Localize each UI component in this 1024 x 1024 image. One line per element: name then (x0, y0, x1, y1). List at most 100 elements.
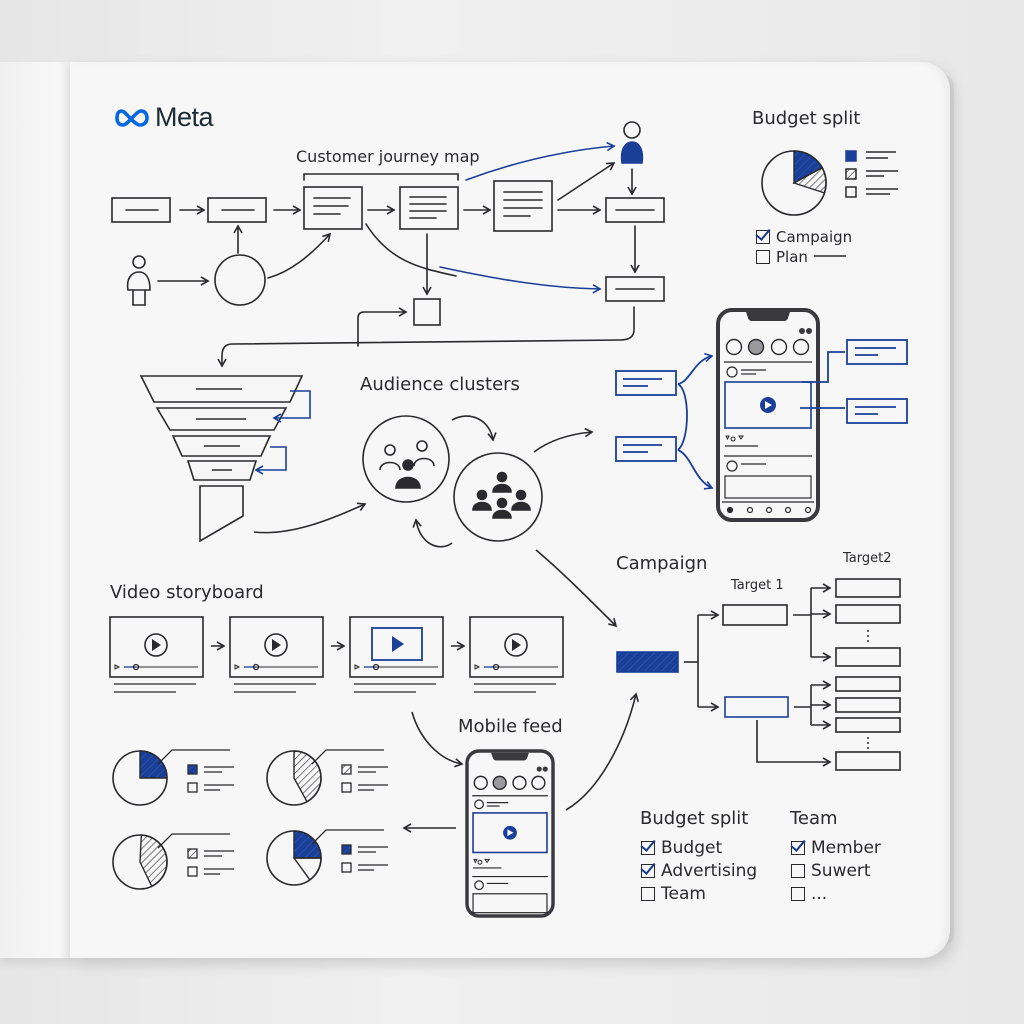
marketing-funnel (139, 375, 367, 543)
story-avatar (473, 775, 488, 790)
story-avatar (492, 775, 507, 790)
pie-slice-hatched (293, 750, 322, 803)
budget-pie-top (761, 150, 827, 216)
pie-callout-line (311, 749, 384, 765)
checklist-item-more[interactable]: ... (791, 882, 881, 905)
status-dot (806, 328, 812, 334)
checklist-item-advertising[interactable]: Advertising (641, 859, 757, 882)
mini-play-icon (114, 664, 121, 670)
mobile-feed-title: Mobile feed (458, 716, 563, 737)
story-avatar (725, 338, 743, 356)
play-button-circle (144, 633, 168, 657)
budget-pies-grid (112, 749, 388, 890)
checklist-item-suwert[interactable]: Suwert (791, 859, 881, 882)
meta-infinity-icon (115, 108, 149, 127)
checklist-item-plan[interactable]: Plan (756, 247, 852, 267)
meta-logo: Meta (113, 102, 214, 133)
checkbox-unchecked[interactable] (791, 886, 805, 901)
checklist-item-budget[interactable]: Budget (641, 836, 757, 859)
status-dot (536, 766, 542, 772)
checkbox-checked[interactable] (641, 863, 655, 878)
video-frame (349, 616, 444, 678)
menu-icon (804, 506, 812, 514)
action-icons (725, 435, 744, 442)
journey-step-1 (111, 197, 171, 223)
target-person-icon (620, 121, 644, 164)
storyboard-frame (229, 616, 324, 693)
target1-node-b (724, 696, 789, 718)
target1-label: Target 1 (731, 578, 784, 593)
story-avatar (512, 775, 527, 790)
checklist-item-team[interactable]: Team (641, 882, 757, 905)
checkbox-unchecked[interactable] (641, 886, 655, 901)
checkbox-unchecked[interactable] (791, 863, 805, 878)
phone-notch (746, 312, 790, 321)
brand-name: Meta (155, 102, 214, 132)
pie-slice-blue (139, 750, 168, 779)
campaign-title: Campaign (616, 553, 708, 574)
campaign-tree (402, 578, 901, 833)
legend-swatch (187, 764, 198, 775)
storyboard-frame (469, 616, 564, 693)
annotation-box (615, 436, 677, 462)
target2-node (835, 717, 901, 733)
progress-knob (252, 663, 260, 671)
target2-node (835, 578, 901, 598)
pie-callout-line (157, 749, 230, 765)
pie-callout-line (311, 829, 384, 845)
journey-bracket (303, 173, 459, 181)
legend-swatch (187, 866, 198, 877)
checkbox-unchecked[interactable] (756, 250, 770, 264)
target2-node (835, 751, 901, 771)
budget-pie (266, 829, 388, 886)
journey-node-square (413, 298, 441, 326)
legend-swatch (187, 848, 198, 859)
legend-swatch-empty (845, 186, 857, 198)
video-frame (109, 616, 204, 678)
phone-body (716, 308, 820, 522)
pie-slice-empty (292, 857, 322, 881)
post-image (724, 475, 812, 499)
target2-label: Target2 (843, 551, 892, 566)
checkbox-checked[interactable] (641, 840, 655, 855)
video-storyboard (109, 616, 564, 693)
play-button-circle (264, 633, 288, 657)
journey-step-3 (303, 186, 363, 230)
post-avatar (474, 880, 484, 891)
post-avatar (726, 460, 738, 472)
legend-swatch (187, 782, 198, 793)
progress-knob (132, 663, 140, 671)
post-avatar (726, 366, 738, 378)
video-frame (229, 616, 324, 678)
progress-knob (492, 663, 500, 671)
legend-swatch-blue (845, 150, 857, 162)
checkbox-checked[interactable] (791, 840, 805, 855)
mini-play-icon (474, 664, 481, 670)
play-icon (507, 829, 514, 837)
checklist-item-campaign[interactable]: Campaign (756, 227, 852, 247)
annotation-box (846, 398, 908, 424)
budget-top-checklist: Campaign Plan (756, 227, 852, 267)
phone-mockup-mobile-feed (465, 749, 555, 918)
pie-callout-line (157, 833, 230, 849)
play-icon (152, 639, 161, 651)
budget-pie (112, 749, 234, 806)
play-icon (512, 639, 521, 651)
notebook-left-page (0, 62, 73, 958)
annotation-box (846, 339, 908, 365)
checklist-item-member[interactable]: Member (791, 836, 881, 859)
audience-clusters-title: Audience clusters (360, 374, 520, 395)
pie-slice-hatched (139, 834, 168, 888)
video-storyboard-title: Video storyboard (110, 582, 264, 603)
touchpoint-circle (214, 254, 266, 306)
checkbox-checked[interactable] (756, 230, 770, 244)
heart-icon (784, 506, 792, 514)
customer-person-icon (126, 255, 151, 306)
target2-node (835, 676, 901, 692)
legend-swatch (341, 782, 352, 793)
action-icons (473, 858, 490, 865)
annotation-box (615, 370, 677, 396)
team-checklist: Member Suwert ... (791, 836, 881, 905)
budget-pie (112, 833, 234, 890)
